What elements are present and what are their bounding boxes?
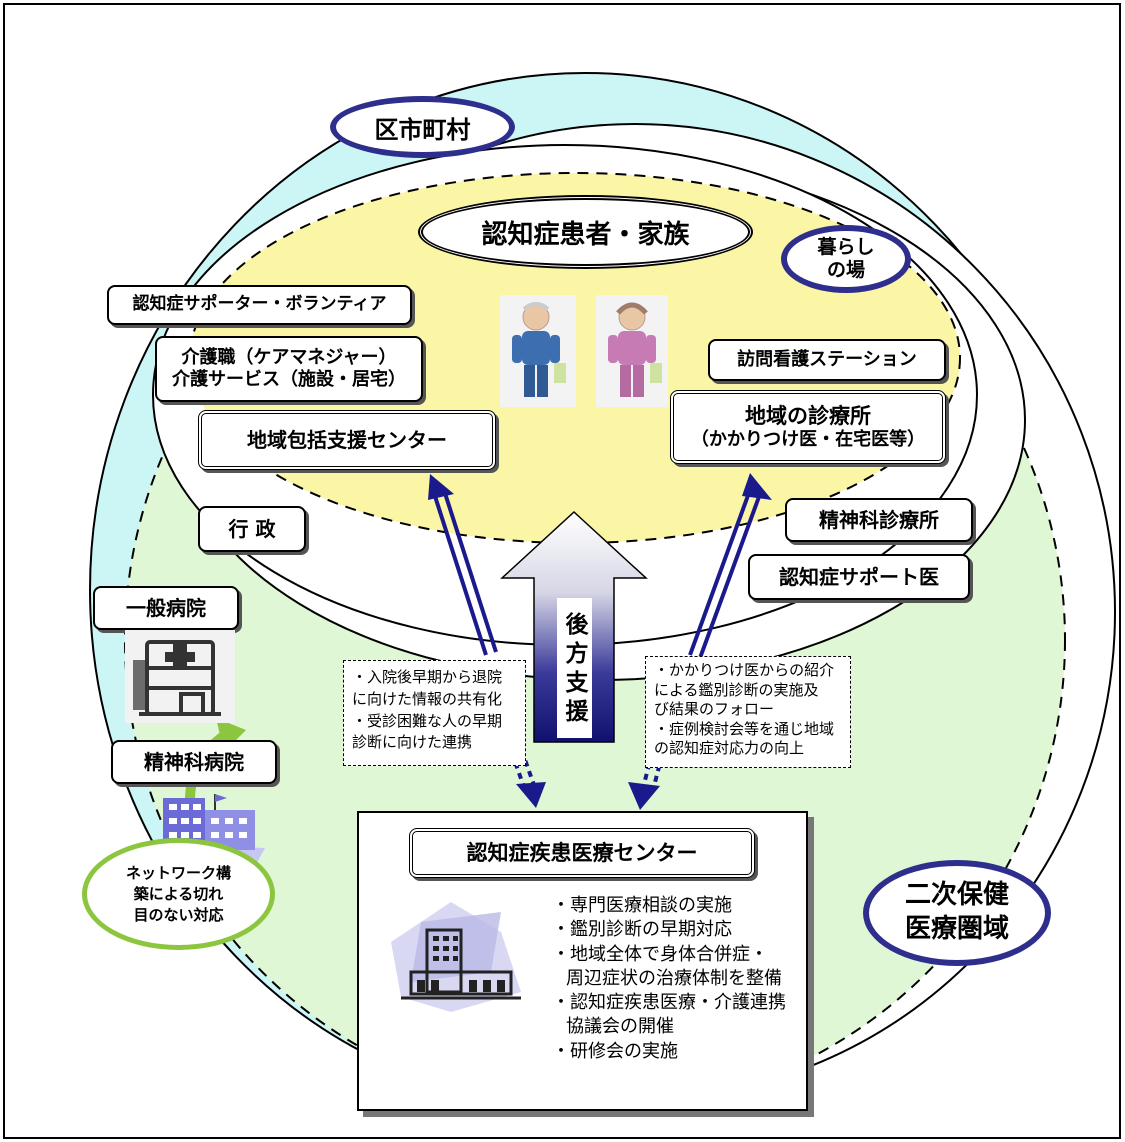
right-note-line: による鑑別診断の実施及	[654, 680, 819, 699]
supporter-volunteer-text: 認知症サポーター・ボランティア	[132, 294, 387, 315]
support-center-box: 地域包括支援センター	[198, 410, 496, 470]
dementia-support-doctor-text: 認知症サポート医	[779, 564, 939, 589]
left-upper-arrowhead	[428, 474, 454, 500]
living-place-label: 暮らし の場	[781, 225, 911, 293]
left-note-line: に向けた情報の共有化	[352, 689, 503, 708]
care-worker-box: 介護職（ケアマネジャー） 介護サービス（施設・居宅）	[155, 336, 423, 402]
right-upper-arrowhead	[742, 473, 772, 500]
left-note-line: 診断に向けた連携	[352, 733, 473, 752]
gyosei-box: 行 政	[198, 506, 306, 552]
municipality-text: 区市町村	[374, 115, 471, 144]
patient-family-text: 認知症患者・家族	[481, 219, 690, 250]
left-note-line: ・入院後早期から退院	[352, 668, 503, 686]
living-place-text: 暮らし の場	[817, 236, 875, 281]
support-center-text: 地域包括支援センター	[247, 427, 447, 452]
left-lower-arrow-line-2	[516, 739, 537, 789]
secondary-area-label: 二次保健 医療圏域	[863, 860, 1051, 966]
care-worker-line2: 介護サービス（施設・居宅）	[172, 369, 406, 390]
medical-center-bullet: ・研修会の実施	[552, 1040, 678, 1062]
elderly-woman-figure	[596, 295, 668, 407]
backing-label-bg	[557, 598, 592, 738]
psych-hospital-text: 精神科病院	[144, 749, 244, 774]
medical-center-title: 認知症疾患医療センター	[466, 840, 698, 865]
right-note: ・かかりつけ医からの紹介 による鑑別診断の実施及 び結果のフォロー ・症例検討会…	[645, 656, 851, 768]
network-label: ネットワーク構 築による切れ 目のない対応	[82, 838, 275, 950]
right-note-line: ・症例検討会等を通じ地域	[654, 719, 835, 738]
psych-hospital-box: 精神科病院	[111, 740, 277, 784]
secondary-area-text: 二次保健 医療圏域	[904, 880, 1009, 944]
municipality-label: 区市町村	[330, 96, 515, 158]
right-note-line: び結果のフォロー	[654, 700, 775, 718]
visiting-nurse-box: 訪問看護ステーション	[708, 339, 946, 381]
patient-family-label: 認知症患者・家族	[418, 195, 753, 269]
left-note: ・入院後早期から退院 に向けた情報の共有化 ・受診困難な人の早期 診断に向けた連…	[343, 660, 526, 766]
medical-center-bullet: ・認知症疾患医療・介護連携	[552, 992, 786, 1014]
medical-center-bullets: ・専門医療相談の実施 ・鑑別診断の早期対応 ・地域全体で身体合併症・ 周辺症状の…	[552, 894, 786, 1064]
left-upper-arrow-line-1	[431, 489, 488, 656]
supporter-volunteer-box: 認知症サポーター・ボランティア	[107, 285, 412, 325]
elderly-man-figure	[500, 295, 576, 407]
right-upper-arrow-line-2	[698, 493, 762, 659]
left-upper-arrow-line-2	[441, 486, 498, 653]
medical-center-bullet: ・地域全体で身体合併症・	[552, 943, 768, 965]
right-note-line: ・かかりつけ医からの紹介	[654, 661, 835, 679]
local-clinic-box: 地域の診療所 （かかりつけ医・在宅医等）	[670, 390, 946, 464]
medical-center-bullet: 協議会の開催	[566, 1016, 674, 1038]
general-hospital-text: 一般病院	[126, 595, 206, 620]
right-note-line: の認知症対応力の向上	[654, 739, 805, 757]
visiting-nurse-text: 訪問看護ステーション	[737, 348, 917, 370]
medical-center-building-icon	[391, 902, 521, 1012]
backing-label: 後方支援	[556, 604, 592, 736]
left-note-line: ・受診困難な人の早期	[352, 711, 503, 730]
local-clinic-line2: （かかりつけ医・在宅医等）	[690, 428, 926, 450]
dementia-support-doctor-box: 認知症サポート医	[748, 554, 970, 600]
backing-label-text: 後方支援	[561, 612, 587, 728]
psych-clinic-text: 精神科診療所	[819, 507, 939, 532]
psych-clinic-box: 精神科診療所	[785, 498, 973, 542]
medical-center-bullet: 周辺症状の治療体制を整備	[566, 967, 782, 989]
left-lower-arrow-line-1	[506, 741, 527, 791]
right-upper-arrow-line-1	[688, 489, 752, 656]
general-hospital-icon	[125, 630, 235, 723]
local-clinic-line1: 地域の診療所	[745, 403, 871, 428]
right-lower-arrowhead	[628, 782, 660, 810]
gyosei-text: 行 政	[228, 516, 276, 541]
network-label-line: ネットワーク構	[125, 863, 231, 882]
medical-center-bullet: ・鑑別診断の早期対応	[552, 919, 732, 941]
left-lower-arrowhead	[516, 782, 546, 808]
medical-center-bullet: ・専門医療相談の実施	[552, 895, 732, 916]
care-worker-line1: 介護職（ケアマネジャー）	[181, 346, 397, 368]
network-label-line: 築による切れ	[133, 884, 224, 903]
general-hospital-box: 一般病院	[93, 586, 239, 630]
medical-center-title-box: 認知症疾患医療センター	[409, 828, 755, 878]
network-label-line: 目のない対応	[133, 905, 224, 924]
